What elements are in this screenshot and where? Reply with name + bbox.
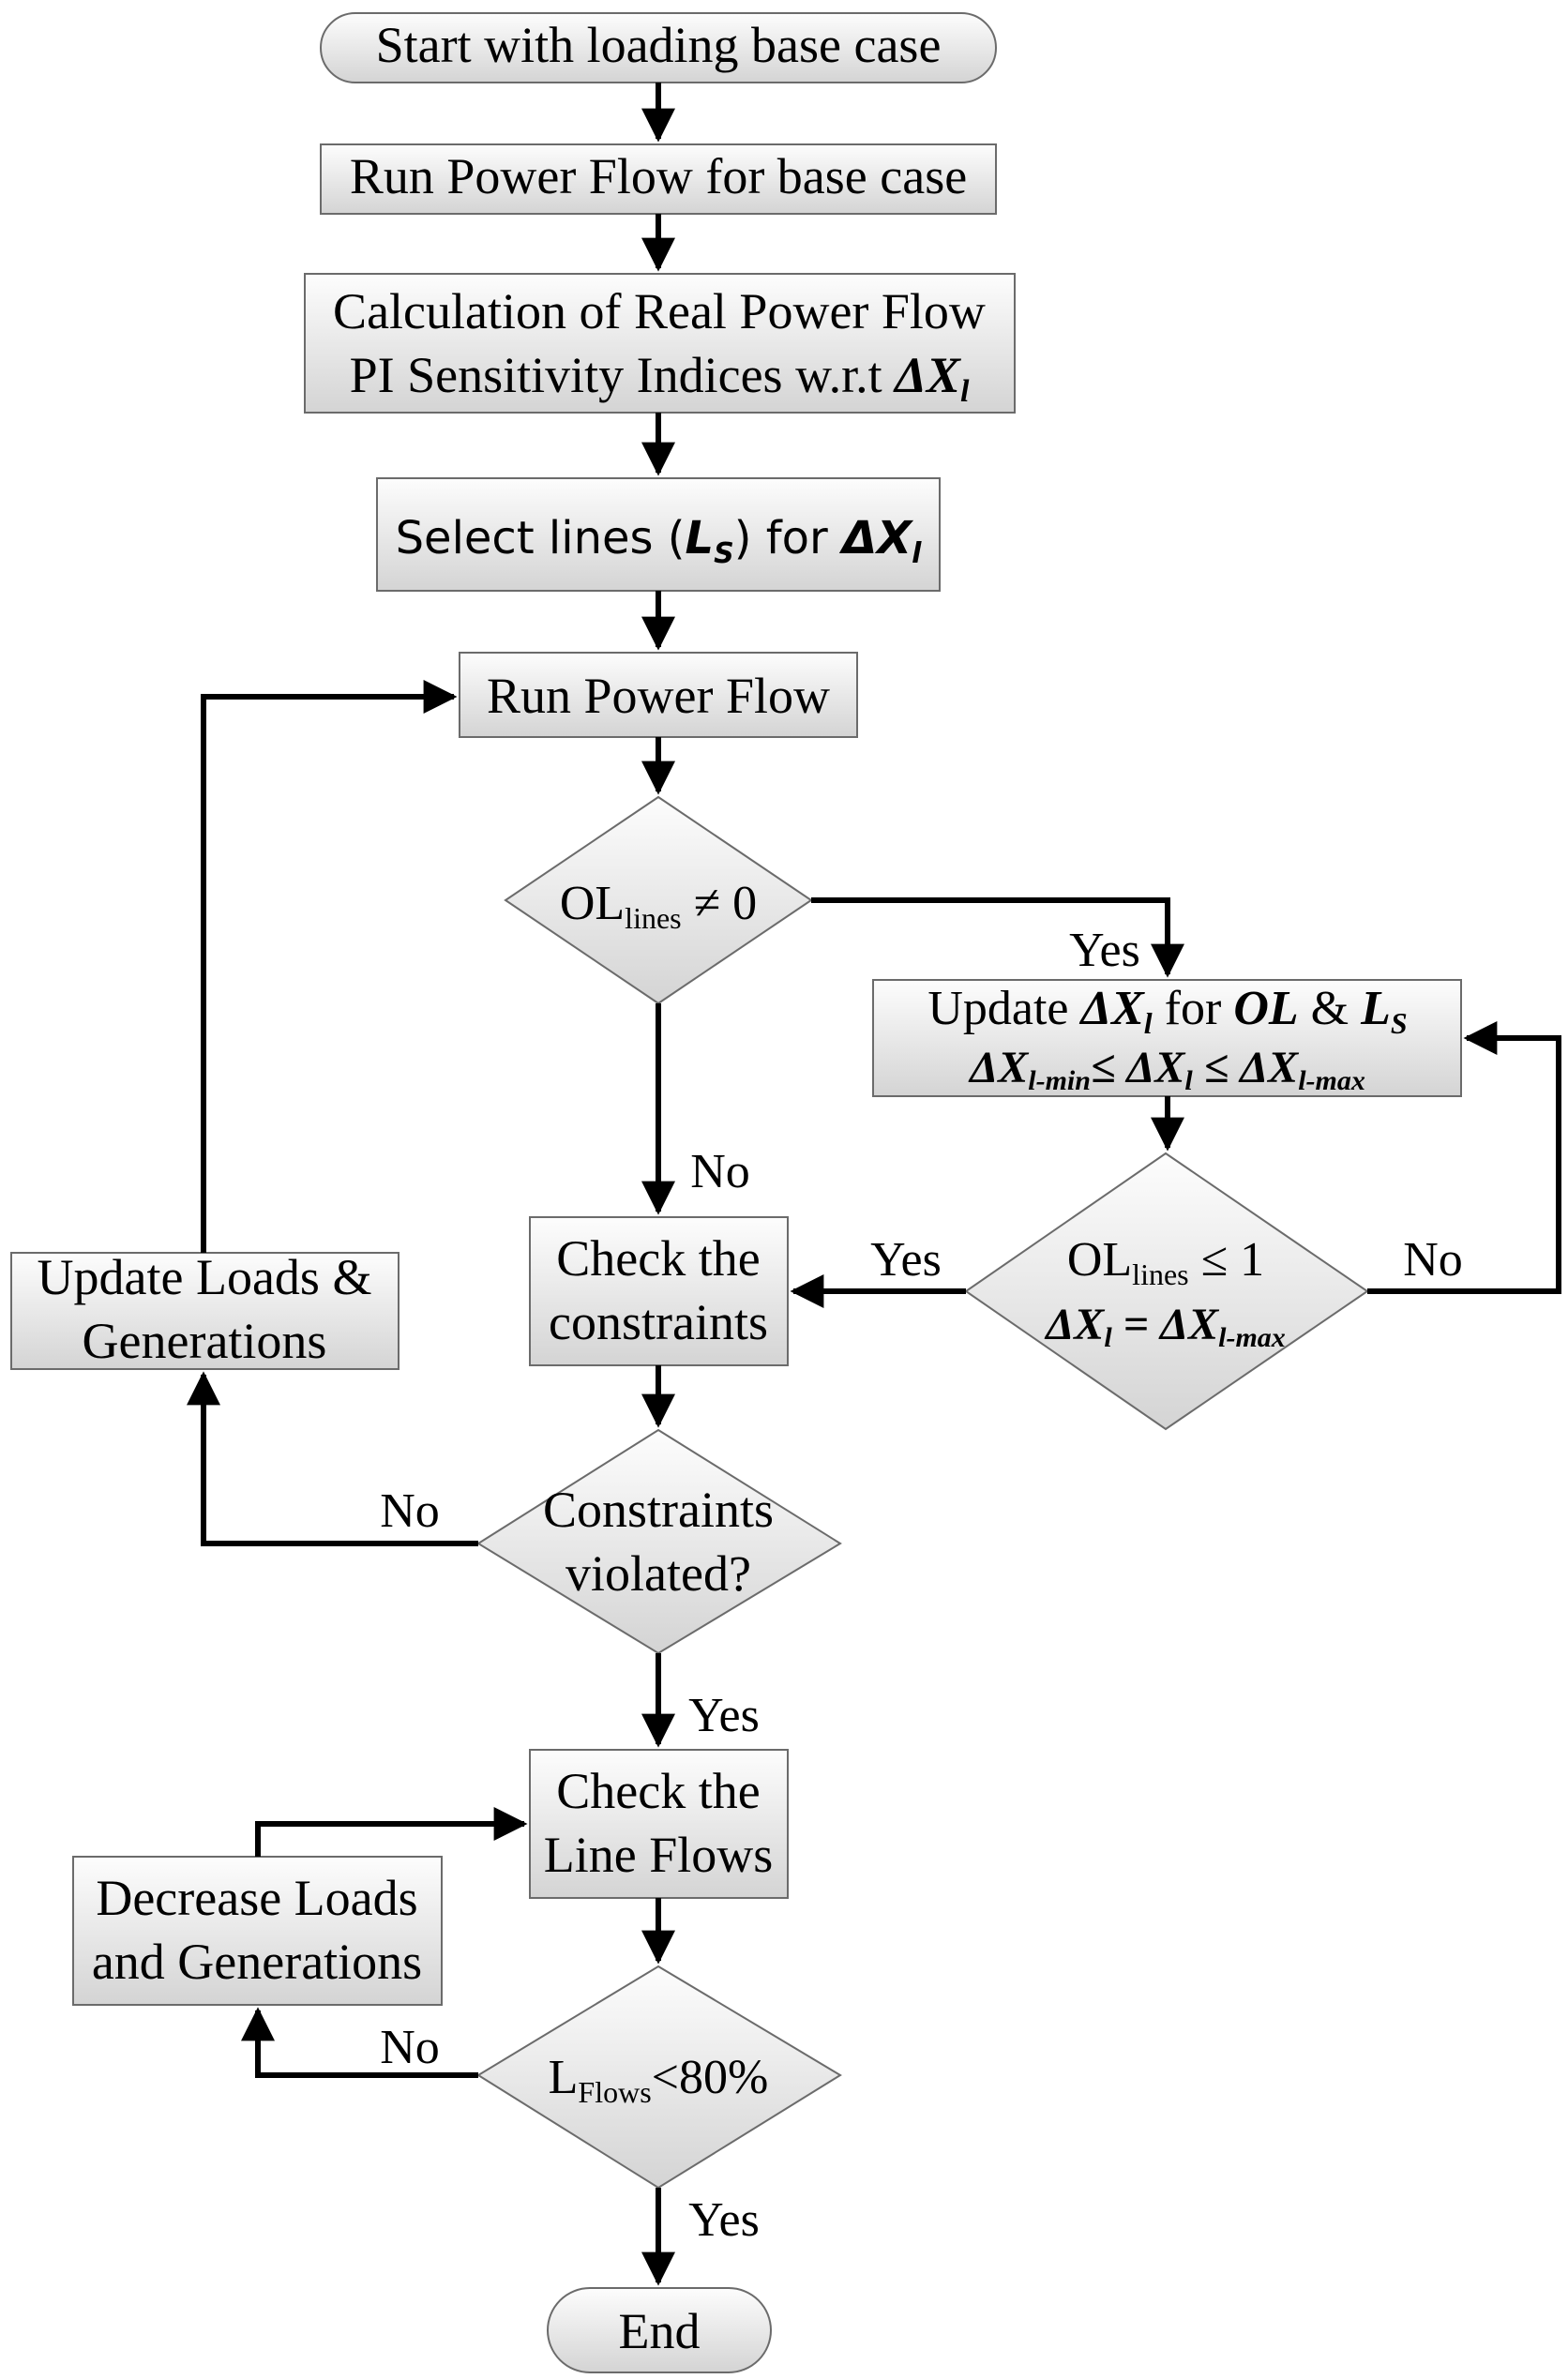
decrease-loads-box xyxy=(72,1856,443,2006)
decision1-no-label: No xyxy=(690,1145,750,1198)
decision2-no-label: No xyxy=(1403,1233,1463,1287)
decision3-label-line2: violated? xyxy=(565,1545,751,1602)
decision2-label-line2: ΔXl = ΔXl-max xyxy=(1044,1300,1286,1353)
ol-le-one-decision xyxy=(964,1152,1369,1431)
check-constraints-label-line1: Check the xyxy=(556,1230,760,1287)
run-power-flow-label: Run Power Flow xyxy=(487,668,830,724)
arrow-loop-to-runpf xyxy=(201,680,458,1253)
calc-sensitivity-box xyxy=(304,273,1016,414)
arrow-decision2-no xyxy=(1367,1021,1561,1294)
end-terminal xyxy=(547,2287,772,2373)
decrease-loads-label-line2: and Generations xyxy=(92,1934,422,1990)
overloaded-lines-decision xyxy=(504,795,813,1005)
update-loads-box xyxy=(10,1252,400,1370)
decrease-loads-label-line1: Decrease Loads xyxy=(96,1870,417,1926)
decision2-label-line1: OLlines ≤ 1 xyxy=(1067,1233,1264,1291)
select-lines-label: Select lines (LS) for ΔXl xyxy=(396,512,923,570)
calc-label-line2: PI Sensitivity Indices w.r.t ΔXl xyxy=(350,347,970,409)
decision1-yes-label: Yes xyxy=(1069,924,1140,977)
check-constraints-label-line2: constraints xyxy=(549,1294,768,1350)
arrow-decision1-yes xyxy=(811,897,1184,978)
arrow-decision4-no xyxy=(241,2007,478,2078)
check-flows-label-line2: Line Flows xyxy=(544,1827,774,1883)
arrow-decrease-to-checkflows xyxy=(255,1807,528,1857)
update-dxl-label-line2: ΔXl-min≤ ΔXl ≤ ΔXl-max xyxy=(968,1043,1365,1096)
check-flows-label-line1: Check the xyxy=(556,1763,760,1819)
run-power-flow-base-label: Run Power Flow for base case xyxy=(350,148,967,204)
update-dxl-label-line1: Update ΔXl for OL & LS xyxy=(927,982,1407,1040)
check-line-flows-box xyxy=(529,1749,789,1899)
arrow-decision3-no xyxy=(187,1371,478,1546)
end-label: End xyxy=(619,2303,701,2359)
decision3-label-line1: Constraints xyxy=(543,1482,774,1538)
select-lines-box xyxy=(376,477,941,592)
update-loads-label-line2: Generations xyxy=(83,1313,327,1369)
decision2-yes-label: Yes xyxy=(870,1233,942,1287)
decision4-label: LFlows<80% xyxy=(549,2051,769,2109)
run-power-flow-base-box xyxy=(320,143,997,215)
constraints-violated-decision xyxy=(476,1428,842,1655)
start-label: Start with loading base case xyxy=(376,17,942,73)
update-loads-label-line1: Update Loads & xyxy=(38,1249,372,1305)
decision4-yes-label: Yes xyxy=(688,2193,760,2247)
decision1-label: OLlines ≠ 0 xyxy=(560,877,757,935)
decision3-yes-label: Yes xyxy=(688,1689,760,1742)
decision4-no-label: No xyxy=(380,2021,440,2074)
decision3-no-label: No xyxy=(380,1484,440,1538)
calc-label-line1: Calculation of Real Power Flow xyxy=(333,283,986,339)
